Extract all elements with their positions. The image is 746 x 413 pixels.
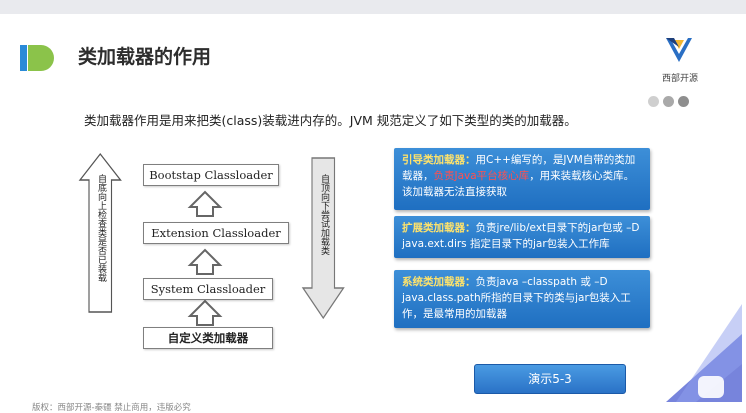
info-body: 负责java –classpath 或 –D java.class.path所指… [402, 276, 631, 320]
chain-arrows [187, 190, 223, 326]
logo: 西部开源 [650, 36, 710, 96]
up-arrow [78, 152, 122, 313]
info-head: 引导类加载器： [402, 154, 476, 166]
down-arrow [301, 157, 345, 320]
dot [663, 96, 674, 107]
box-system: System Classloader [143, 278, 273, 300]
info-body: 用C++编写的，是JVM自带的类加载器， [402, 154, 636, 182]
info-head: 系统类加载器： [402, 276, 476, 288]
info-head: 扩展类加载器： [402, 222, 476, 234]
box-bootstrap: Bootstap Classloader [143, 164, 279, 186]
demo-button[interactable]: 演示5-3 [474, 364, 626, 394]
hierarchy-diagram [78, 152, 345, 326]
logo-text: 西部开源 [661, 74, 698, 84]
info-body: ，用来装载核心类库。该加载器无法直接获取 [402, 170, 635, 198]
slide-title: 类加载器的作用 [78, 46, 212, 68]
title-accent-shape [28, 45, 54, 71]
info-highlight: 负责Java平台核心库 [433, 170, 530, 182]
info-bootstrap: 引导类加载器：用C++编写的，是JVM自带的类加载器，负责Java平台核心库，用… [394, 148, 650, 210]
dot [678, 96, 689, 107]
left-arrow-label: 自底向上检查类是否已装载 [96, 174, 106, 282]
title-accent-bar [20, 45, 27, 71]
right-arrow-label: 自顶向下尝试加载类 [319, 174, 329, 255]
dot [648, 96, 659, 107]
corner-decoration [666, 304, 742, 402]
top-toolbar [0, 0, 746, 15]
info-body: 负责jre/lib/ext目录下的jar包或 –D java.ext.dirs … [402, 222, 640, 250]
info-system: 系统类加载器：负责java –classpath 或 –D java.class… [394, 270, 650, 328]
box-custom: 自定义类加载器 [143, 327, 273, 349]
footer-copyright: 版权：西部开源-秦疆 禁止商用，违版必究 [32, 403, 191, 413]
intro-text: 类加载器作用是用来把类(class)装载进内存的。JVM 规范定义了如下类型的类… [84, 113, 577, 128]
logo-icon [666, 38, 692, 62]
box-extension: Extension Classloader [143, 222, 289, 244]
info-extension: 扩展类加载器：负责jre/lib/ext目录下的jar包或 –D java.ex… [394, 216, 650, 258]
slide: 类加载器的作用 西部开源 类加载器作用是用来把类(class)装载进内存的。JV… [0, 14, 746, 413]
